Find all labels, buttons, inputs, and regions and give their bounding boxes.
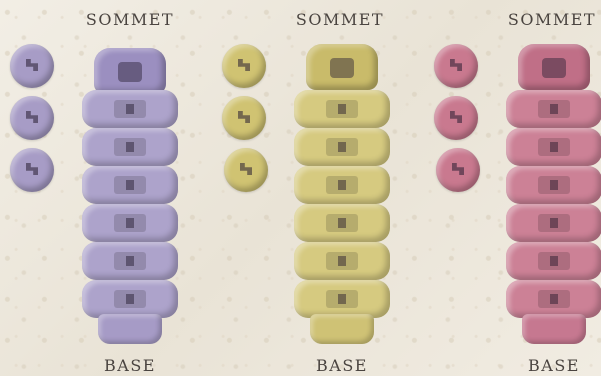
token-violet-2[interactable] <box>10 96 54 140</box>
tower-base-rose <box>522 314 586 344</box>
tower-segment <box>506 90 601 128</box>
tower-jaune[interactable] <box>294 44 390 344</box>
tower-segment <box>506 128 601 166</box>
tower-rose[interactable] <box>506 44 601 344</box>
token-violet-1[interactable] <box>10 44 54 88</box>
tower-segment <box>82 204 178 242</box>
top-label-jaune: SOMMET <box>260 10 420 29</box>
token-jaune-2[interactable] <box>222 96 266 140</box>
tower-segment <box>294 204 390 242</box>
tower-segment <box>82 128 178 166</box>
tower-segment <box>294 166 390 204</box>
tower-segment <box>82 242 178 280</box>
column-rose: SOMMET BASE <box>424 0 601 376</box>
tower-segment <box>82 166 178 204</box>
bottom-label-violet: BASE <box>50 356 210 375</box>
tower-segment <box>506 242 601 280</box>
token-rose-2[interactable] <box>434 96 478 140</box>
bottom-label-jaune: BASE <box>262 356 422 375</box>
tower-segment <box>294 90 390 128</box>
bottom-label-rose: BASE <box>474 356 601 375</box>
tower-crown-violet <box>94 48 166 94</box>
tower-violet[interactable] <box>82 48 178 344</box>
tower-segment <box>294 280 390 318</box>
tower-crown-rose <box>518 44 590 90</box>
column-jaune: SOMMET BASE <box>212 0 412 376</box>
tower-crown-jaune <box>306 44 378 90</box>
tower-segment <box>506 280 601 318</box>
tower-segment <box>294 242 390 280</box>
token-violet-3[interactable] <box>10 148 54 192</box>
tower-segment <box>506 166 601 204</box>
tower-base-violet <box>98 314 162 344</box>
tower-base-jaune <box>310 314 374 344</box>
tower-segment <box>82 280 178 318</box>
tower-segment <box>82 90 178 128</box>
tower-segment <box>294 128 390 166</box>
column-violet: SOMMET BASE <box>0 0 200 376</box>
token-jaune-1[interactable] <box>222 44 266 88</box>
token-rose-1[interactable] <box>434 44 478 88</box>
top-label-violet: SOMMET <box>50 10 210 29</box>
token-rose-3[interactable] <box>436 148 480 192</box>
token-jaune-3[interactable] <box>224 148 268 192</box>
tower-segment <box>506 204 601 242</box>
top-label-rose: SOMMET <box>472 10 601 29</box>
